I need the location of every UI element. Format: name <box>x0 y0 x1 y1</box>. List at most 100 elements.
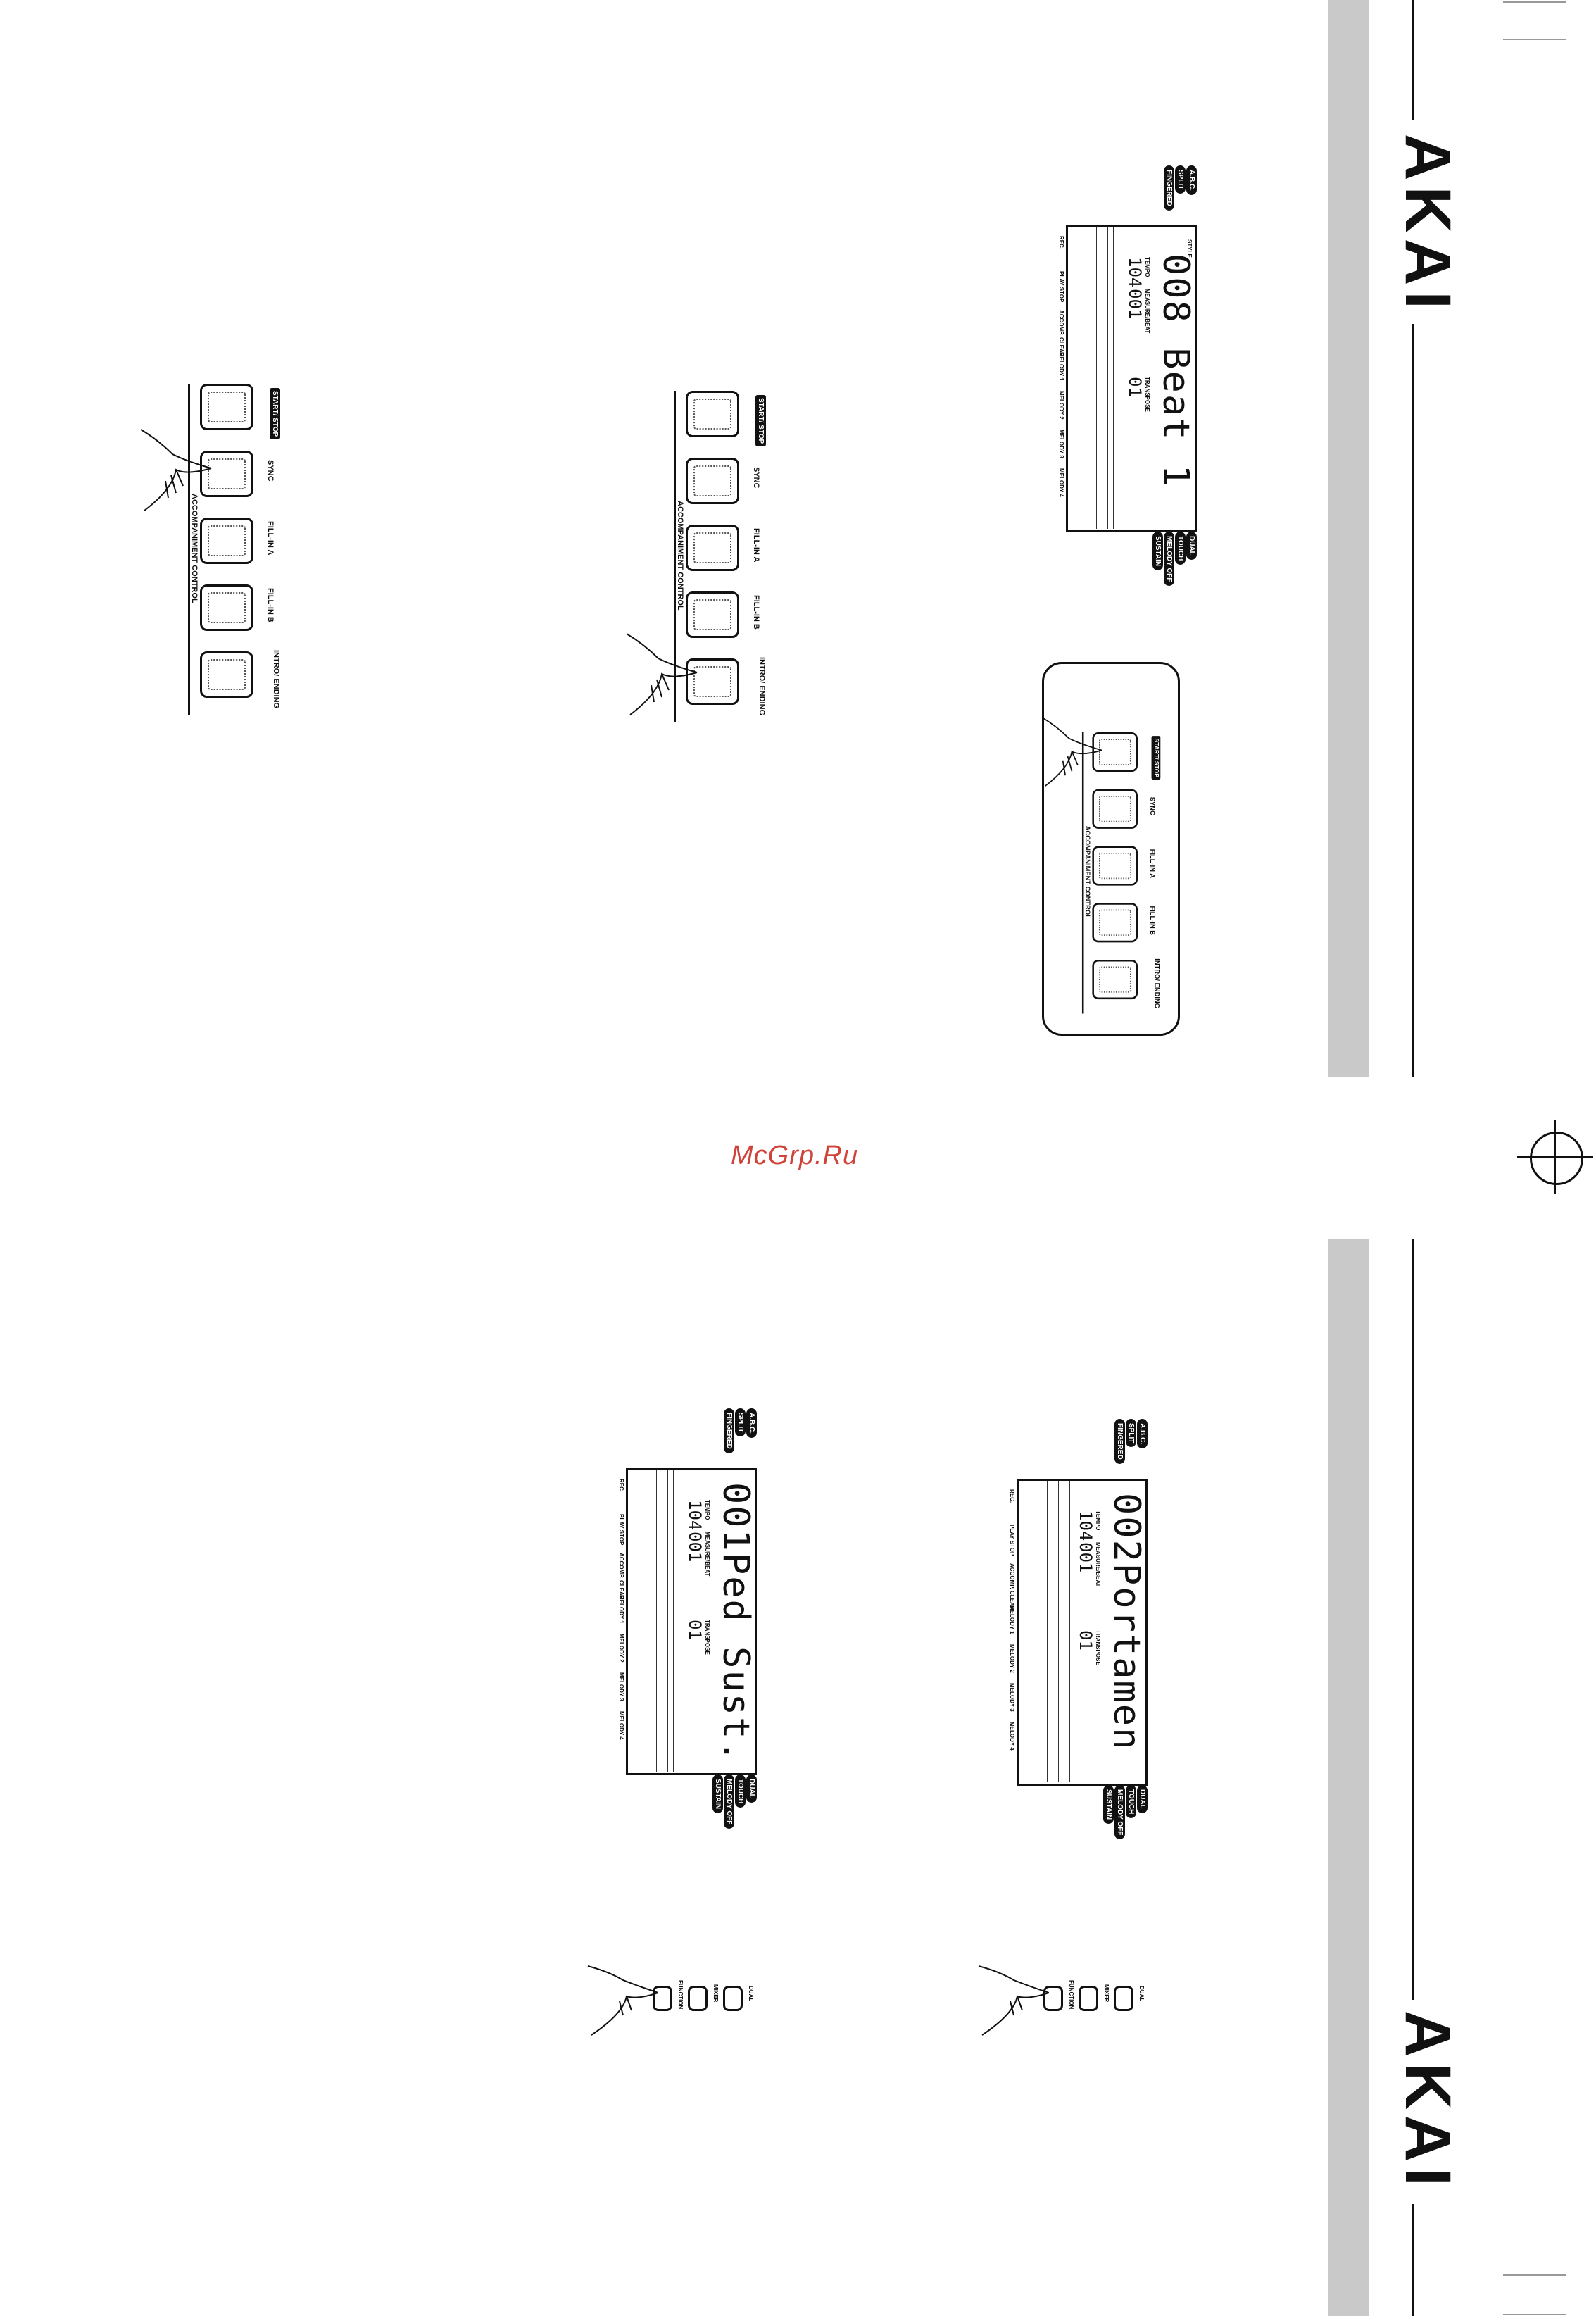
tempo-label: TEMPO <box>1144 257 1150 277</box>
touch-pill: TOUCH <box>1126 1785 1136 1819</box>
function-label: FUNCTION <box>677 1980 684 2010</box>
lcd-main-text: 002Portamen <box>1105 1493 1148 1751</box>
fill-in-a-button[interactable] <box>200 518 253 564</box>
mixer-button[interactable] <box>1079 1986 1098 2011</box>
split-pill: SPLIT <box>1126 1419 1136 1448</box>
fill-in-b-label: FILL-IN B <box>1148 906 1156 936</box>
watermark: McGrp.Ru <box>731 1141 859 1170</box>
fill-in-b-button[interactable] <box>1092 903 1138 943</box>
measure-label: MEASURE/BEAT <box>1095 1542 1101 1587</box>
rec-label: REC. <box>1058 236 1064 250</box>
start-stop-label: START/ STOP <box>270 388 280 440</box>
mixer-button[interactable] <box>688 1986 708 2011</box>
start-stop-button[interactable] <box>200 384 253 430</box>
abc-pill: A.B.C. <box>1137 1419 1148 1448</box>
measure-label: MEASURE/BEAT <box>704 1532 710 1577</box>
melody-3-label: MELODY 3 <box>1009 1683 1015 1712</box>
melody-off-pill: MELODY OFF <box>724 1774 734 1829</box>
start-stop-label: START/ STOP <box>755 395 766 447</box>
melody-1-label: MELODY 1 <box>1058 352 1064 381</box>
fill-in-b-button[interactable] <box>200 584 253 631</box>
tempo-label: TEMPO <box>704 1500 710 1520</box>
accompaniment-control-label: ACCOMPANIMENT CONTROL <box>1083 822 1091 922</box>
melody-2-label: MELODY 2 <box>1058 391 1064 420</box>
fill-in-b-label: FILL-IN B <box>752 595 760 630</box>
sync-label: SYNC <box>1148 796 1156 815</box>
accomp-clear-label: ACCOMP. CLEAR <box>1058 310 1064 357</box>
sync-button[interactable] <box>686 458 739 504</box>
dual-pill: DUAL <box>1186 532 1197 560</box>
hand-pointer-icon <box>140 429 212 511</box>
melody-3-label: MELODY 3 <box>1058 430 1064 458</box>
fill-in-a-label: FILL-IN A <box>1148 849 1156 878</box>
transpose-value: 01 <box>1076 1630 1095 1651</box>
hand-pointer-icon <box>626 633 698 715</box>
rule-bottom-2 <box>1412 2204 1414 2316</box>
transpose-label: TRANSPOSE <box>1095 1630 1101 1665</box>
melody-off-pill: MELODY OFF <box>1164 532 1174 587</box>
fill-in-a-button[interactable] <box>686 525 739 571</box>
sustain-pill: SUSTAIN <box>1103 1785 1114 1824</box>
sync-label: SYNC <box>752 467 760 489</box>
touch-pill: TOUCH <box>735 1774 746 1808</box>
play-stop-label: PLAY STOP <box>1009 1525 1015 1556</box>
function-panel-right: DUAL MIXER FUNCTION <box>978 1965 1148 2063</box>
fill-in-b-label: FILL-IN B <box>266 588 275 622</box>
intro-ending-button[interactable] <box>200 651 253 698</box>
accomp-clear-label: ACCOMP. CLEAR <box>1009 1563 1015 1610</box>
melody-1-label: MELODY 1 <box>618 1595 624 1624</box>
fill-in-a-label: FILL-IN A <box>752 528 760 563</box>
tempo-label: TEMPO <box>1095 1510 1101 1531</box>
measure-value: 001 <box>685 1532 705 1563</box>
fill-in-a-button[interactable] <box>1092 846 1138 886</box>
crop-mark <box>1503 2314 1566 2315</box>
abc-pill: A.B.C. <box>1186 165 1197 195</box>
crop-mark <box>1503 1 1566 3</box>
start-stop-label: START/ STOP <box>1151 736 1161 780</box>
mixer-label: MIXER <box>1103 1984 1110 2003</box>
tempo-value: 104 <box>1076 1510 1095 1541</box>
split-pill: SPLIT <box>735 1408 746 1437</box>
sustain-pill: SUSTAIN <box>712 1774 723 1814</box>
intro-ending-label: INTRO/ ENDING <box>758 657 766 716</box>
melody-2-label: MELODY 2 <box>618 1634 624 1663</box>
play-stop-label: PLAY STOP <box>618 1514 624 1546</box>
melody-4-label: MELODY 4 <box>1009 1722 1015 1751</box>
measure-label: MEASURE/BEAT <box>1144 289 1150 334</box>
brand-logo-bottom: AKAI <box>1392 2010 1464 2191</box>
rec-label: REC. <box>1009 1489 1015 1503</box>
accompaniment-control-label: ACCOMPANIMENT CONTROL <box>676 496 684 615</box>
sustain-pill: SUSTAIN <box>1152 532 1163 571</box>
melody-off-pill: MELODY OFF <box>1114 1785 1125 1840</box>
play-stop-label: PLAY STOP <box>1058 271 1064 303</box>
sync-button[interactable] <box>1092 789 1138 829</box>
dual-pill: DUAL <box>746 1774 757 1803</box>
transpose-label: TRANSPOSE <box>1144 377 1150 412</box>
tempo-value: 104 <box>1125 257 1145 288</box>
rule-bottom-1 <box>1412 1239 1414 2000</box>
intro-ending-button[interactable] <box>1092 960 1138 1000</box>
hand-pointer-icon <box>1041 717 1102 787</box>
abc-pill: A.B.C. <box>746 1408 757 1438</box>
dual-button[interactable] <box>1114 1986 1133 2011</box>
start-stop-button[interactable] <box>686 391 739 437</box>
fill-in-a-label: FILL-IN A <box>266 521 275 556</box>
fingered-pill: FINGERED <box>1114 1419 1125 1464</box>
side-bar-top <box>1328 0 1369 1077</box>
split-pill: SPLIT <box>1175 165 1186 194</box>
melody-4-label: MELODY 4 <box>1058 468 1064 497</box>
fingered-pill: FINGERED <box>724 1408 734 1453</box>
tempo-value: 104 <box>685 1500 705 1531</box>
function-panel-left: DUAL MIXER FUNCTION <box>587 1965 757 2063</box>
rule-top-1 <box>1412 0 1414 120</box>
accomp-clear-label: ACCOMP. CLEAR <box>618 1553 624 1600</box>
function-label: FUNCTION <box>1068 1980 1074 2010</box>
transpose-value: 01 <box>1125 377 1145 397</box>
transpose-label: TRANSPOSE <box>704 1620 710 1655</box>
side-bar-bottom <box>1328 1239 1369 2316</box>
rec-label: REC. <box>618 1479 624 1493</box>
framed-panel <box>1042 662 1180 1036</box>
crop-mark <box>1503 2274 1566 2276</box>
dual-button[interactable] <box>723 1986 743 2011</box>
dual-label: DUAL <box>1138 1986 1145 2002</box>
